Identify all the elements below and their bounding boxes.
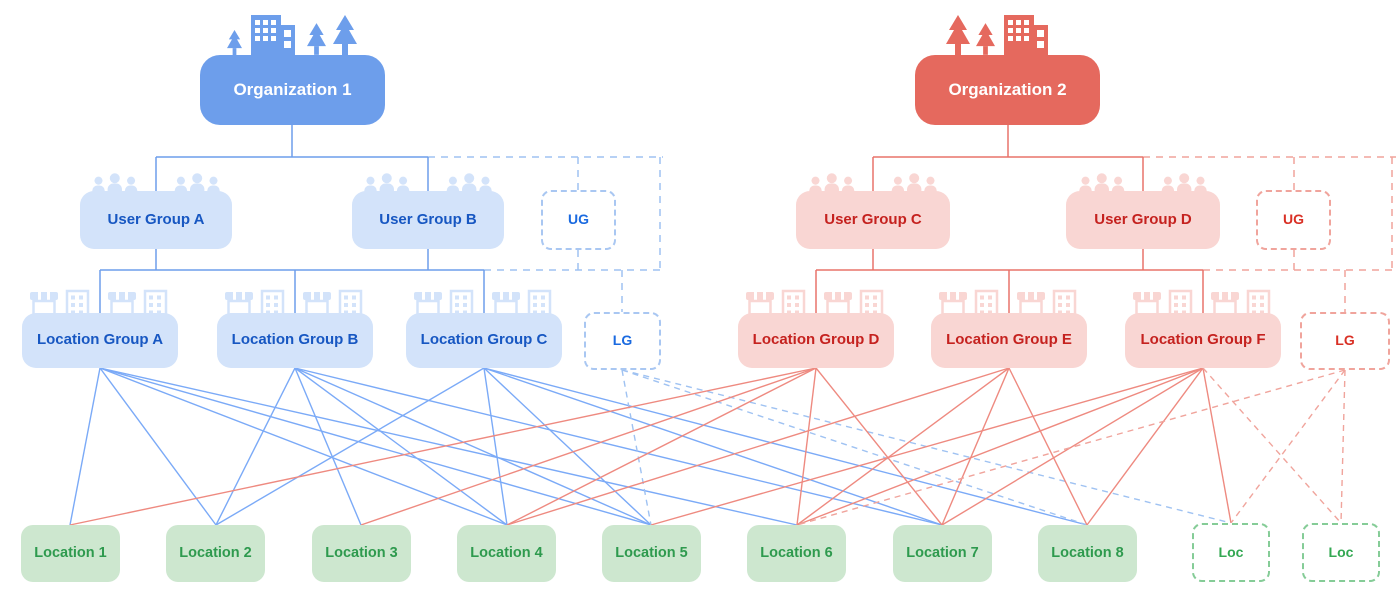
user-group-a-box: User Group A [80, 173, 232, 249]
location-placeholder-2-box: Loc [1302, 523, 1380, 582]
user-group-b-box: User Group B [352, 173, 504, 249]
location-group-d-label: Location Group D [752, 331, 880, 349]
location-group-c-box: Location Group C [406, 289, 562, 368]
organization-2-box: Organization 2 [915, 15, 1100, 125]
location-3-label: Location 3 [325, 544, 398, 561]
location-group-b-label: Location Group B [231, 331, 359, 349]
location-4-box: Location 4 [457, 525, 556, 582]
user-group-d-label: User Group D [1094, 210, 1192, 228]
user-group-placeholder-blue-box: UG [541, 190, 616, 250]
location-2-box: Location 2 [166, 525, 265, 582]
location-group-b-box: Location Group B [217, 289, 373, 368]
location-1-label: Location 1 [34, 544, 107, 561]
location-8-box: Location 8 [1038, 525, 1137, 582]
location-2-label: Location 2 [179, 544, 252, 561]
organization-1-label: Organization 1 [233, 79, 352, 99]
location-group-d-box: Location Group D [738, 289, 894, 368]
location-group-e-label: Location Group E [946, 331, 1072, 349]
location-3-box: Location 3 [312, 525, 411, 582]
user-group-a-label: User Group A [107, 210, 205, 228]
location-group-placeholder-red-label: LG [1335, 332, 1355, 349]
location-placeholder-1-box: Loc [1192, 523, 1270, 582]
user-group-b-label: User Group B [379, 210, 477, 228]
location-group-f-box: Location Group F [1125, 289, 1281, 368]
user-group-c-box: User Group C [796, 173, 950, 249]
organization-1-box: Organization 1 [200, 15, 385, 125]
location-5-label: Location 5 [615, 544, 688, 561]
location-group-a-label: Location Group A [36, 331, 164, 349]
location-group-placeholder-blue-label: LG [612, 332, 633, 349]
location-group-placeholder-red-box: LG [1300, 312, 1390, 370]
location-6-box: Location 6 [747, 525, 846, 582]
user-group-placeholder-red-box: UG [1256, 190, 1331, 250]
location-4-label: Location 4 [470, 544, 543, 561]
location-1-box: Location 1 [21, 525, 120, 582]
location-group-f-label: Location Group F [1140, 331, 1266, 349]
location-placeholder-2-label: Loc [1328, 543, 1354, 560]
user-group-d-box: User Group D [1066, 173, 1220, 249]
location-6-label: Location 6 [760, 544, 833, 561]
location-5-box: Location 5 [602, 525, 701, 582]
user-group-placeholder-red-label: UG [1283, 211, 1304, 228]
user-group-c-label: User Group C [824, 210, 922, 228]
location-7-box: Location 7 [893, 525, 992, 582]
location-7-label: Location 7 [906, 544, 979, 561]
user-group-placeholder-blue-label: UG [568, 211, 589, 228]
location-group-e-box: Location Group E [931, 289, 1087, 368]
location-group-a-box: Location Group A [22, 289, 178, 368]
location-group-c-label: Location Group C [420, 331, 548, 349]
location-placeholder-1-label: Loc [1218, 543, 1244, 560]
organization-2-label: Organization 2 [948, 79, 1067, 99]
location-8-label: Location 8 [1051, 544, 1124, 561]
location-group-placeholder-blue-box: LG [584, 312, 661, 370]
